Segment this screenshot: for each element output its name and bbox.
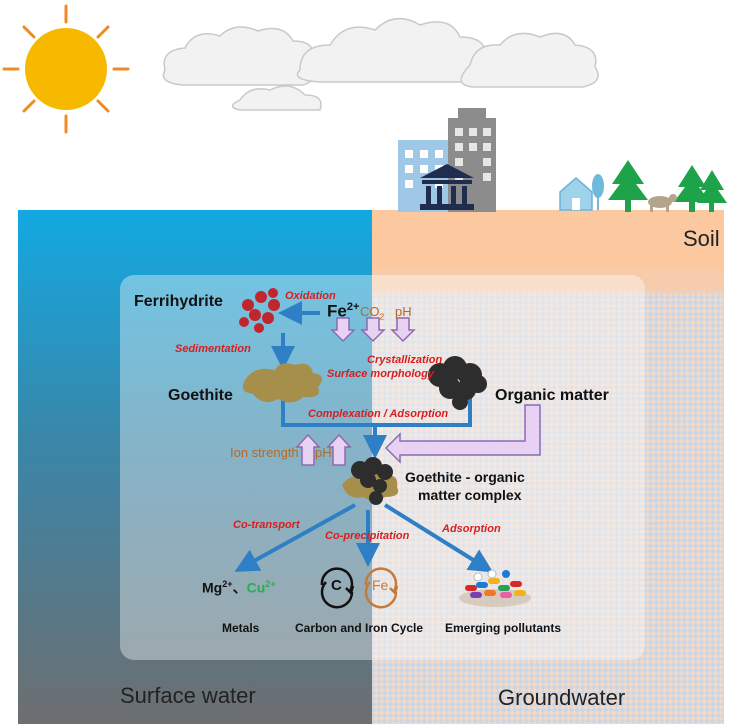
metal-ions-label: Mg2+、Cu2+ — [202, 579, 276, 596]
building-icon — [398, 108, 496, 212]
adsorption-label: Adsorption — [442, 523, 501, 535]
house-icon — [559, 174, 604, 211]
goethite-label: Goethite — [168, 387, 233, 404]
cycle-icon — [320, 567, 399, 609]
pills-icon — [459, 569, 531, 607]
oxidation-label: Oxidation — [285, 290, 336, 302]
surface-water-region — [18, 210, 372, 724]
soil-label: Soil — [683, 226, 720, 251]
carbon-iron-cycle-label: Carbon and Iron Cycle — [295, 621, 424, 635]
ph-mid-label: pH — [315, 445, 332, 460]
complex-label-line1: Goethite - organic — [405, 469, 525, 485]
ferrihydrite-particles — [239, 288, 280, 333]
sun-icon — [2, 4, 130, 134]
co-transport-label: Co-transport — [233, 519, 300, 531]
groundwater-region — [372, 290, 724, 724]
surface-morphology-label: Surface morphology — [327, 368, 434, 380]
co-precipitation-label: Co-precipitation — [325, 530, 410, 542]
crystallization-label: Crystallization — [367, 354, 443, 366]
cow-icon — [648, 194, 677, 212]
organic-matter-label: Organic matter — [495, 387, 609, 404]
factor-arrows — [295, 317, 541, 466]
ferrihydrite-label: Ferrihydrite — [134, 293, 223, 310]
goethite-particle — [242, 363, 322, 403]
ion-strength-label: Ion strength — [230, 445, 299, 460]
complex-particle — [342, 457, 399, 505]
flow-arrows — [234, 301, 494, 573]
tree-icon — [608, 160, 727, 212]
organic-matter-particles — [428, 356, 487, 410]
groundwater-label: Groundwater — [498, 685, 626, 710]
bank-icon — [420, 164, 474, 210]
iron-symbol: Fe — [372, 577, 389, 593]
complexation-label: Complexation / Adsorption — [308, 408, 449, 420]
metals-label: Metals — [222, 621, 260, 635]
emerging-pollutants-label: Emerging pollutants — [445, 621, 562, 635]
fe2-label: Fe2+ — [327, 301, 360, 321]
complex-label-line2: matter complex — [418, 487, 522, 503]
ph-top-label: pH — [395, 304, 412, 319]
co2-label: CO2 — [360, 304, 385, 322]
cloud-icon — [162, 17, 599, 111]
carbon-symbol: C — [331, 577, 342, 594]
sedimentation-label: Sedimentation — [175, 343, 251, 355]
surface-water-label: Surface water — [120, 683, 256, 708]
